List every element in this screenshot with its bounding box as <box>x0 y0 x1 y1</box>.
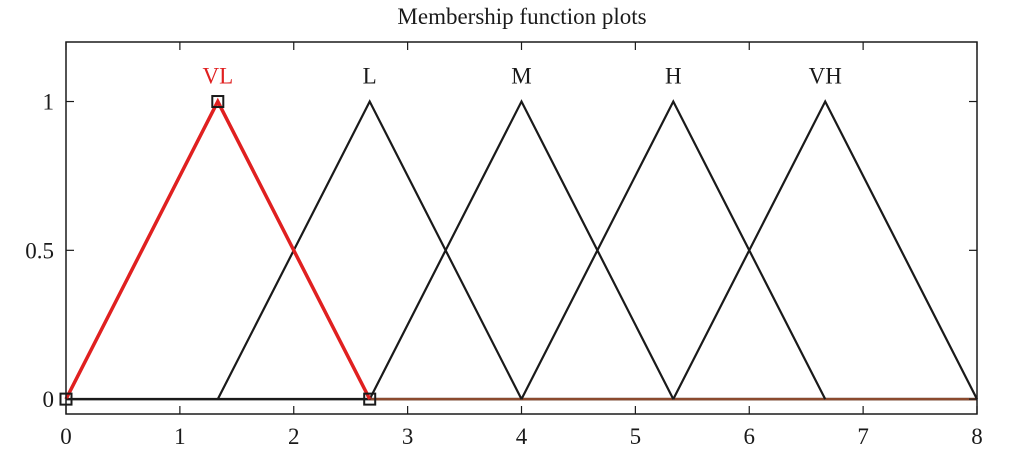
vertex-handle[interactable] <box>363 392 377 406</box>
y-tick-label: 1 <box>43 90 55 115</box>
x-tick-label: 0 <box>60 424 72 449</box>
x-tick-label: 6 <box>744 424 756 449</box>
mf-label-vl: VL <box>202 64 233 89</box>
mf-line-vh[interactable] <box>672 99 978 400</box>
mf-line-vl[interactable] <box>64 97 372 400</box>
chart-title: Membership function plots <box>397 4 646 29</box>
mf-line-m[interactable] <box>368 99 675 400</box>
x-tick-label: 3 <box>402 424 414 449</box>
plot-frame <box>65 41 978 415</box>
mf-label-m: M <box>511 64 531 89</box>
vertex-handle[interactable] <box>59 392 73 406</box>
mf-line-h[interactable] <box>520 99 827 400</box>
x-tick-label: 2 <box>288 424 300 449</box>
mf-label-vh: VH <box>809 64 842 89</box>
vertex-handle[interactable] <box>211 95 225 109</box>
y-tick-label: 0.5 <box>25 238 54 263</box>
mf-label-h: H <box>665 64 682 89</box>
axis-ticks: 0 1 2 3 4 5 6 7 8 0 0.5 1 <box>25 42 983 449</box>
x-tick-label: 1 <box>174 424 186 449</box>
plot-area[interactable]: VL L M H VH <box>64 64 978 401</box>
y-tick-label: 0 <box>43 387 55 412</box>
x-tick-label: 4 <box>516 424 528 449</box>
x-tick-label: 7 <box>857 424 869 449</box>
selected-function-handles[interactable] <box>59 95 377 406</box>
mf-label-l: L <box>363 64 377 89</box>
mf-line-l[interactable] <box>216 99 523 400</box>
x-tick-label: 5 <box>630 424 642 449</box>
x-tick-label: 8 <box>971 424 983 449</box>
